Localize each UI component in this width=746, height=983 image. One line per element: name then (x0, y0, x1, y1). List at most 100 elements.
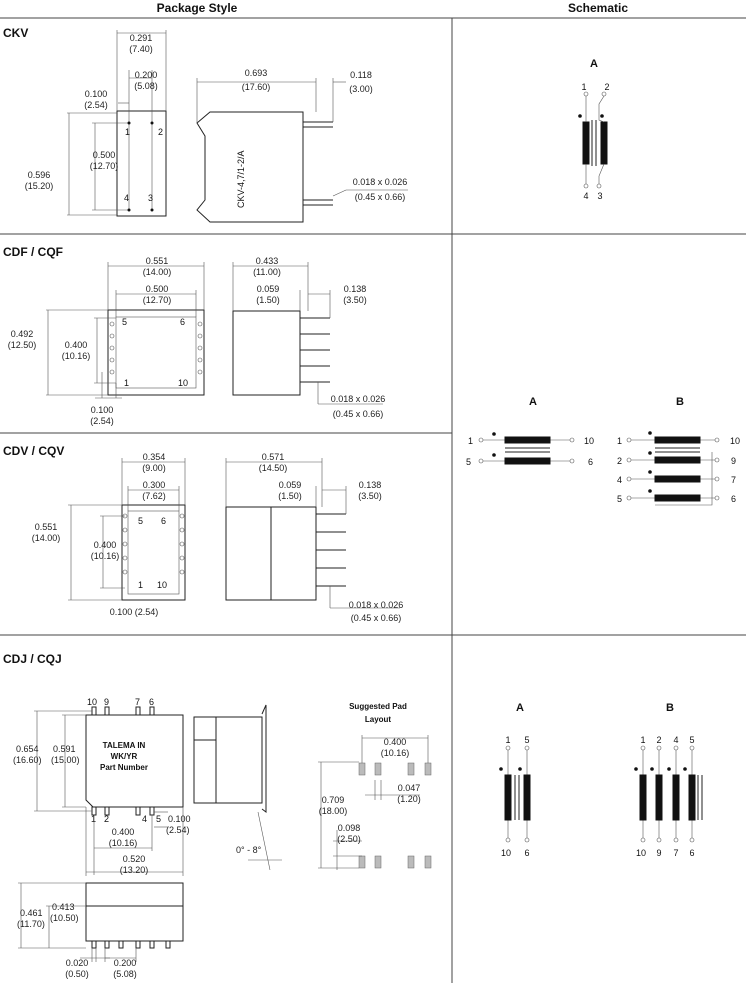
pad-dim-span: 0.709 (322, 795, 345, 805)
cdj-dim-side-body-mm: (10.50) (50, 913, 79, 923)
cdj-sch-b-pin-1: 1 (640, 735, 645, 745)
pad-dim-width-mm: (1.20) (397, 794, 421, 804)
ckv-schematic: A 1 2 4 3 (578, 58, 610, 201)
cdj-dim-pitch: 0.100 (168, 814, 191, 824)
cdv-dim-pin-size-mm: (0.45 x 0.66) (351, 613, 402, 623)
pad-dim-width: 0.047 (398, 783, 421, 793)
ckv-dim-offset-mm: (2.54) (84, 100, 108, 110)
cdf-sch-b-pin-1: 1 (617, 436, 622, 446)
cdj-pin-2: 2 (104, 814, 109, 824)
cdj-marking-3: Part Number (100, 763, 148, 772)
cdv-pin-holes (122, 513, 185, 575)
cdf-dim-pitch: 0.500 (146, 284, 169, 294)
cdj-dim-width: 0.520 (123, 854, 146, 864)
cdf-dim-pin-size: 0.018 x 0.026 (331, 394, 386, 404)
cdf-dim-depth: 0.433 (256, 256, 279, 266)
cdj-sch-b-pin-4: 4 (673, 735, 678, 745)
cdj-pin-10: 10 (87, 697, 97, 707)
pad-dim-length-mm: (2.50) (337, 834, 361, 844)
cdj-marking-1: TALEMA IN (103, 741, 146, 750)
cdf-title: CDF / CQF (3, 245, 63, 259)
cdv-dim-width-mm: (9.00) (142, 463, 166, 473)
cdf-body (107, 309, 205, 396)
cdf-pin-10: 10 (178, 378, 188, 388)
cdf-sch-a-label: A (529, 396, 537, 408)
cdj-dim-lead-pitch: 0.200 (114, 958, 137, 968)
header-schematic: Schematic (568, 1, 628, 15)
cdf-sch-a-pin-10: 10 (584, 436, 594, 446)
cdj-side-leads (91, 940, 171, 949)
cdf-cdv-schematic-b: B 1 10 2 9 4 7 5 6 (617, 396, 740, 506)
cdv-body (121, 504, 186, 601)
cdf-side-view: 0.433 (11.00) 0.059 (1.50) 0.138 (3.50) … (232, 256, 386, 419)
ckv-dim-pin-size: 0.018 x 0.026 (353, 177, 408, 187)
cdj-pin-7: 7 (135, 697, 140, 707)
cdf-sch-a-pin-1: 1 (468, 436, 473, 446)
cdv-dim-height: 0.551 (35, 522, 58, 532)
ckv-dim-pin-size-mm: (0.45 x 0.66) (355, 192, 406, 202)
cdv-pin-6: 6 (161, 516, 166, 526)
cdv-dim-row: 0.400 (94, 540, 117, 550)
cdj-body (85, 714, 184, 808)
cdj-sch-b-pin-9: 9 (656, 848, 661, 858)
cdj-top-view: 10 9 7 6 1 2 4 5 TALEMA IN WK/YR Part Nu… (13, 697, 191, 876)
pad-layout-title-2: Layout (365, 715, 392, 724)
ckv-part-text: CKV-4,7/1-2/A (236, 150, 246, 208)
cdv-pin-10: 10 (157, 580, 167, 590)
cdf-sch-b-pin-5: 5 (617, 494, 622, 504)
cdf-dim-height-mm: (12.50) (8, 340, 37, 350)
cdj-sch-a-pin-5: 5 (524, 735, 529, 745)
cdj-dim-body-height-mm: (15.00) (51, 755, 80, 765)
cdf-dim-width: 0.551 (146, 256, 169, 266)
cdj-sch-b-label: B (666, 702, 674, 714)
cdj-dim-lead-mm: (0.50) (65, 969, 89, 979)
cdv-side-view: 0.571 (14.50) 0.059 (1.50) 0.138 (3.50) … (225, 452, 403, 623)
cdf-dim-pin-size-mm: (0.45 x 0.66) (333, 409, 384, 419)
cdj-pin-6: 6 (149, 697, 154, 707)
ckv-dim-offset: 0.100 (85, 89, 108, 99)
cdf-pin-holes-right (197, 321, 203, 375)
cdf-sch-b-pin-6: 6 (731, 494, 736, 504)
cdv-dim-depth-mm: (14.50) (259, 463, 288, 473)
cdv-dim-spacing: 0.100 (2.54) (110, 607, 159, 617)
cdj-dim-side-height-mm: (11.70) (17, 919, 45, 929)
cdf-dim-height: 0.492 (11, 329, 34, 339)
cdf-sch-a-pin-6: 6 (588, 457, 593, 467)
pad-layout: Suggested Pad Layout 0.400 (10.16) 0.709… (318, 702, 432, 870)
header-package-style: Package Style (157, 1, 238, 15)
ckv-dim-width-mm: (7.40) (129, 44, 153, 54)
cdj-sch-a-label: A (516, 702, 524, 714)
cdf-dim-width-mm: (14.00) (143, 267, 172, 277)
cdv-dim-row-mm: (10.16) (91, 551, 120, 561)
cdj-sch-b-pin-6: 6 (689, 848, 694, 858)
cdj-sch-b-pin-5: 5 (689, 735, 694, 745)
ckv-body (116, 110, 167, 217)
cdj-pin-9: 9 (104, 697, 109, 707)
cdj-dim-side-body: 0.413 (52, 902, 75, 912)
cdf-dim-row: 0.400 (65, 340, 88, 350)
cdj-dim-overall-height: 0.654 (16, 744, 39, 754)
cdj-dim-pitch-mm: (2.54) (166, 825, 190, 835)
cdv-dim-depth: 0.571 (262, 452, 285, 462)
cdj-schematic-b: B 1 2 4 5 10 9 7 6 (634, 702, 703, 858)
ckv-pin-3: 3 (148, 193, 153, 203)
ckv-coil-right (600, 121, 608, 165)
cdj-pin-5: 5 (156, 814, 161, 824)
cdf-cdv-schematic-a: A 1 10 5 6 (466, 396, 594, 467)
cdv-dim-pin-length-mm: (3.50) (358, 491, 382, 501)
cdj-marking-2: WK/YR (111, 752, 138, 761)
cdj-sch-a-pin-6: 6 (524, 848, 529, 858)
cdj-end-view: 0° - 8° (193, 704, 282, 871)
cdf-sch-b-pin-9: 9 (731, 456, 736, 466)
cdv-top-view: 5 6 1 10 0.354 (9.00) 0.300 (7.62) 0.551… (32, 452, 186, 617)
cdj-dim-side-height: 0.461 (20, 908, 43, 918)
cdf-dim-depth-mm: (11.00) (253, 267, 281, 277)
cdv-pin-5: 5 (138, 516, 143, 526)
cdj-dim-row-mm: (10.16) (109, 838, 138, 848)
cdf-sch-b-pin-4: 4 (617, 475, 622, 485)
cdf-dim-spacing: 0.100 (91, 405, 114, 415)
cdf-sch-b-pin-2: 2 (617, 456, 622, 466)
cdf-pin-6: 6 (180, 317, 185, 327)
cdv-dim-pitch-mm: (7.62) (142, 491, 166, 501)
cdf-sch-b-label: B (676, 396, 684, 408)
